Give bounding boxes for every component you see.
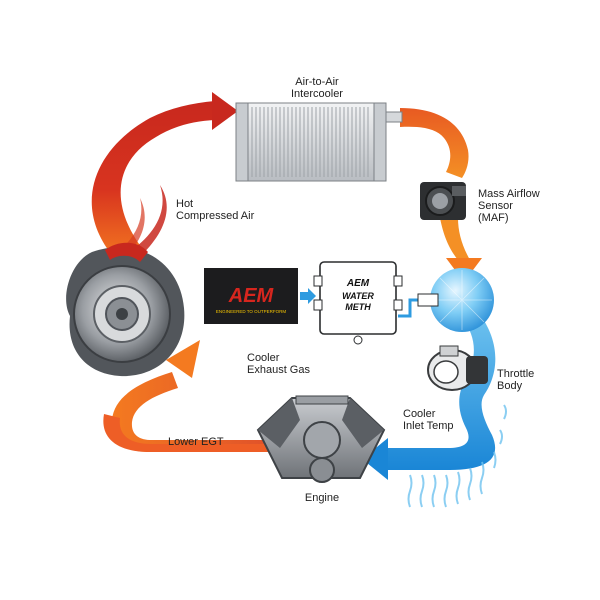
maf-to-sphere-flow xyxy=(440,218,470,260)
hot-air-label: Hot Compressed Air xyxy=(176,198,255,222)
turbocharger xyxy=(66,242,185,377)
engine-intake-arrowhead xyxy=(362,438,388,480)
aem-controller-box: AEM ENGINEERED TO OUTPERFORM xyxy=(204,268,298,324)
maf-label: Mass Airflow Sensor (MAF) xyxy=(478,188,540,224)
cooler-exhaust-label: Cooler Exhaust Gas xyxy=(247,352,310,376)
water-meth-unit: AEM WATER METH xyxy=(313,261,403,345)
intake-mist-sphere xyxy=(430,268,494,332)
aem-logo: AEM xyxy=(228,285,275,307)
maf-sensor xyxy=(420,182,466,220)
hot-air-arrowhead xyxy=(212,92,238,130)
water-meth-brand: AEM xyxy=(346,278,370,289)
throttle-body xyxy=(427,345,488,391)
throttle-label: Throttle Body xyxy=(497,368,535,392)
hot-air-wisp xyxy=(120,185,167,262)
water-meth-line1: WATER xyxy=(342,291,374,301)
hot-air-flow-band xyxy=(91,101,215,262)
intercooler-label: Air-to-Air Intercooler xyxy=(291,76,343,100)
controller-signal-arrow xyxy=(300,288,316,304)
cooler-inlet-label: Cooler Inlet Temp xyxy=(403,408,454,432)
engine xyxy=(256,395,386,483)
turbo-exhaust-arrowhead xyxy=(166,340,200,378)
intercooler xyxy=(235,102,403,182)
exhaust-flow-band-lower xyxy=(103,414,268,452)
intercooler-to-maf-flow xyxy=(400,108,469,178)
exhaust-flow-band xyxy=(111,372,268,452)
engine-label: Engine xyxy=(304,492,340,504)
injection-line xyxy=(398,298,418,318)
lower-egt-label: Lower EGT xyxy=(168,436,224,448)
cool-air-flow-band xyxy=(385,312,496,470)
injection-nozzle xyxy=(417,293,439,307)
water-meth-line2: METH xyxy=(345,302,371,312)
cool-air-wisps xyxy=(407,404,507,508)
aem-tagline: ENGINEERED TO OUTPERFORM xyxy=(216,309,287,314)
